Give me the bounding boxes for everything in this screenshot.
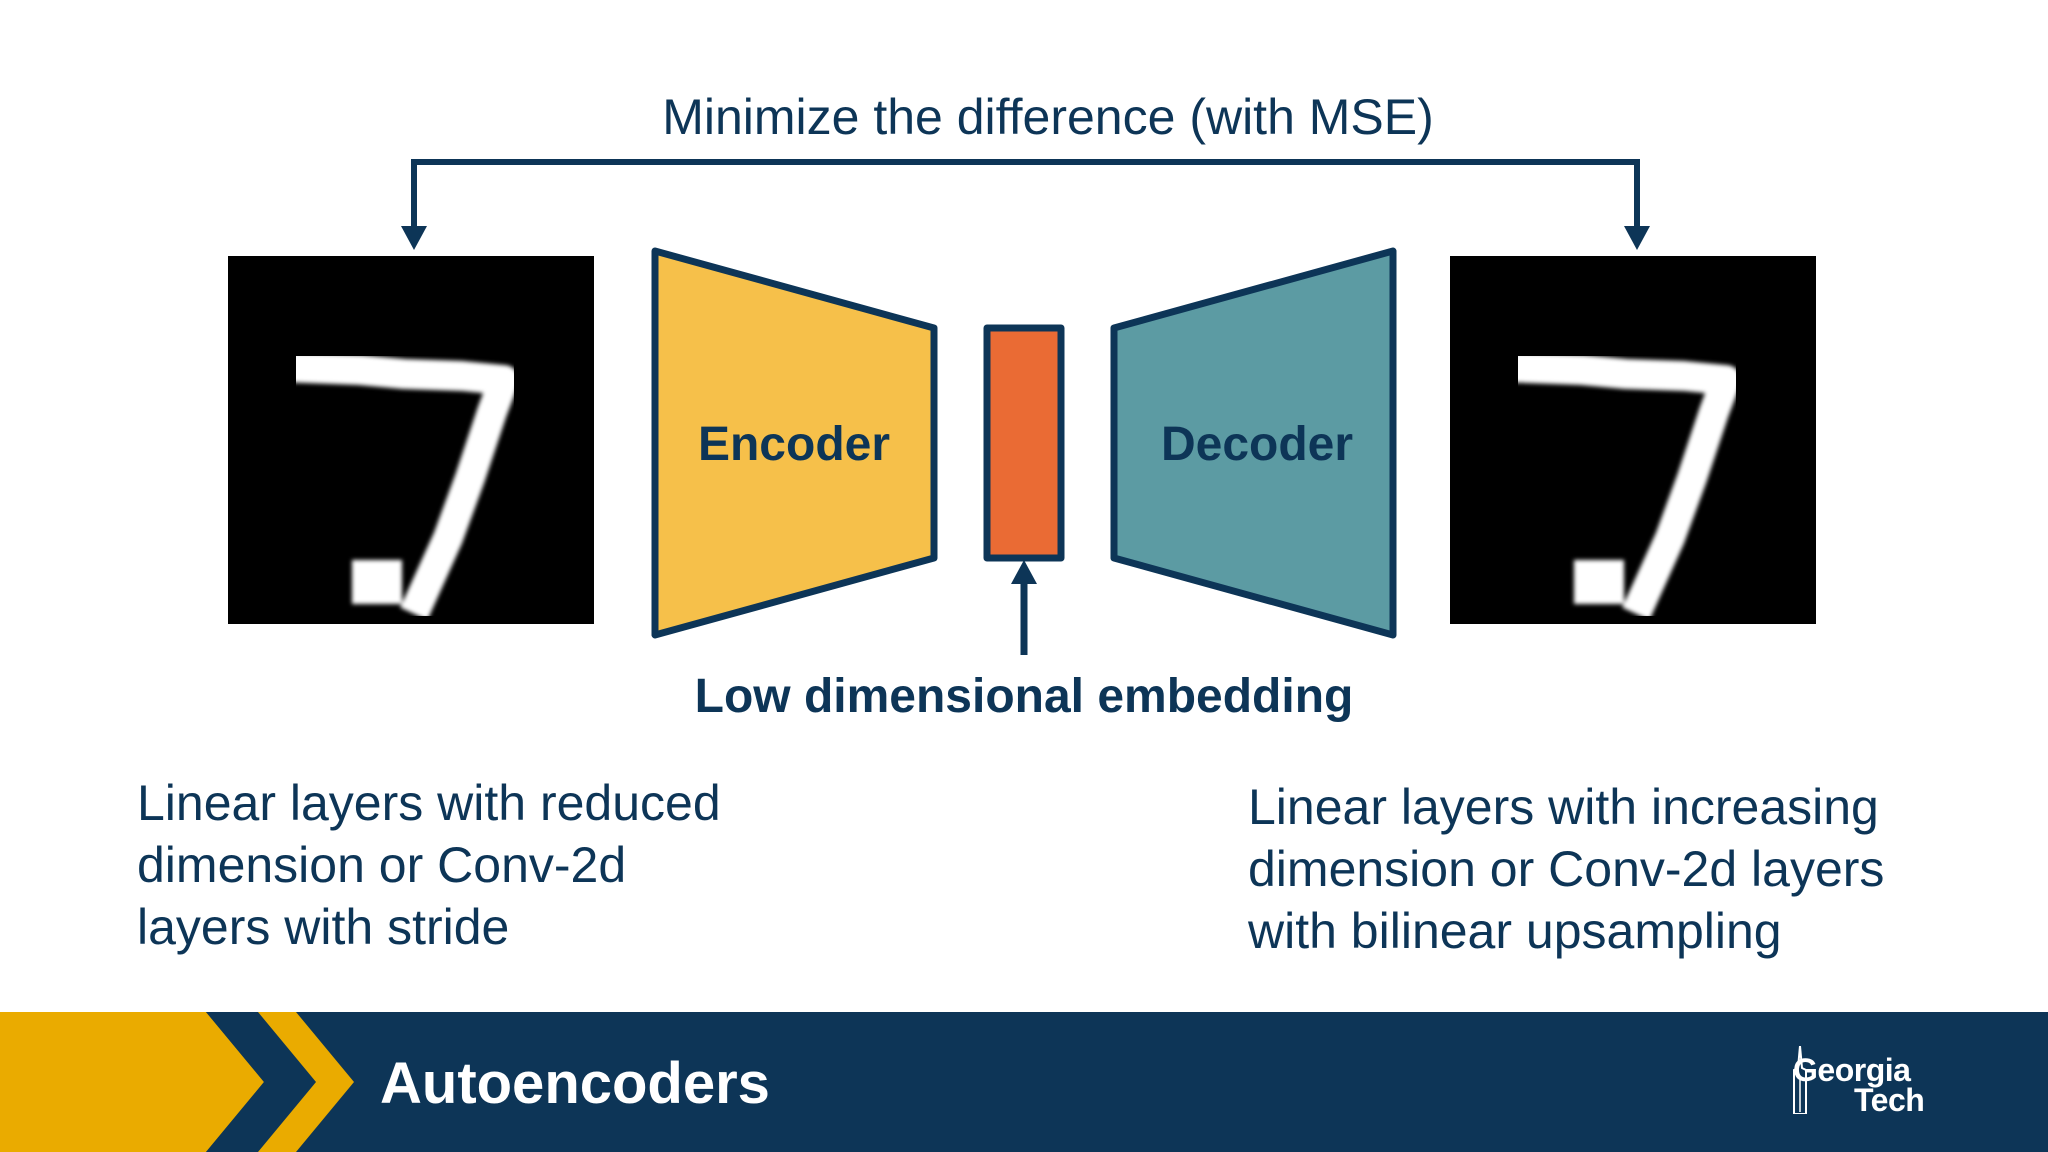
encoder-label: Encoder — [698, 418, 890, 471]
arrow-up-embedding-icon — [1011, 560, 1037, 584]
footer-bar: Autoencoders Georgia Tech — [0, 1012, 2048, 1152]
output-image — [1450, 256, 1816, 624]
georgia-tech-logo: Georgia Tech — [1790, 1046, 1970, 1126]
chevron-icon — [0, 1012, 354, 1152]
arrow-down-input-icon — [401, 226, 427, 250]
arrow-down-output-icon — [1624, 226, 1650, 250]
tech-tower-icon — [1793, 1046, 1807, 1114]
embedding-block — [983, 324, 1065, 562]
logo-georgia-text: Georgia — [1793, 1052, 1911, 1088]
decoder-label: Decoder — [1161, 418, 1353, 471]
encoder-description: Linear layers with reduced dimension or … — [137, 775, 721, 955]
decoder-description: Linear layers with increasing dimension … — [1248, 779, 1885, 959]
decoder-block — [1110, 247, 1397, 639]
autoencoder-diagram: Minimize the difference (with MSE) Encod… — [228, 89, 1816, 723]
slide-title: Autoencoders — [380, 1051, 770, 1116]
logo-tech-text: Tech — [1854, 1082, 1925, 1118]
mse-bracket-line — [411, 159, 1640, 234]
encoder-block — [651, 247, 938, 639]
input-image — [228, 256, 594, 624]
embedding-label: Low dimensional embedding — [695, 670, 1354, 723]
top-label: Minimize the difference (with MSE) — [662, 89, 1434, 145]
